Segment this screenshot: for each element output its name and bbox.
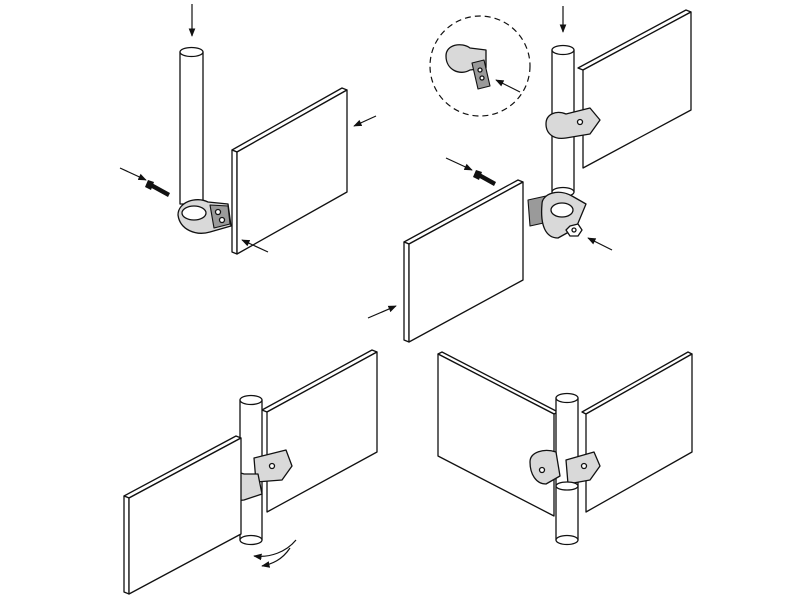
- nut-icon: [565, 223, 613, 251]
- panel: [581, 351, 693, 513]
- pole: [179, 46, 204, 205]
- clamp: [529, 449, 601, 491]
- panel: [231, 87, 348, 255]
- step-1-group: [119, 4, 377, 255]
- step-2-group: [367, 6, 692, 343]
- clamp: [545, 107, 601, 140]
- bolt-icon: [119, 167, 170, 197]
- arrow-icon: [367, 305, 397, 319]
- panel: [403, 179, 524, 343]
- pole: [239, 394, 263, 546]
- step-4-group: [437, 351, 693, 546]
- arrow-icon: [353, 115, 377, 127]
- panel: [437, 351, 559, 517]
- panel: [123, 435, 242, 595]
- bolt-icon: [445, 157, 496, 186]
- rotate-arrow-icon: [253, 539, 297, 568]
- detail-magnifier-icon: [429, 15, 531, 117]
- arrow-icon: [241, 239, 269, 253]
- panel: [577, 9, 692, 169]
- step-3-group: [123, 349, 378, 595]
- clamp: [177, 199, 232, 234]
- panel: [261, 349, 378, 513]
